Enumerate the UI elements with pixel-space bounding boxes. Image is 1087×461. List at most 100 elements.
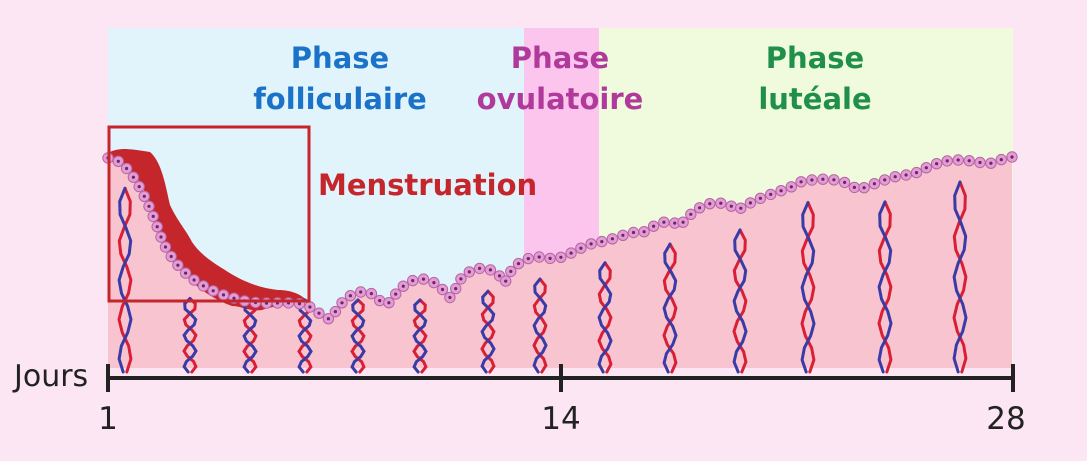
cell-nucleus (448, 295, 452, 300)
cell-nucleus (421, 277, 426, 281)
cell-nucleus (883, 178, 887, 182)
cell-nucleus (914, 171, 919, 175)
cell-nucleus (211, 289, 215, 293)
cell-nucleus (478, 266, 482, 270)
cell-nucleus (548, 256, 552, 260)
artery-1 (117, 186, 133, 374)
cell-nucleus (559, 255, 563, 259)
cell-nucleus (748, 201, 753, 205)
vein-6 (412, 298, 428, 374)
cell-nucleus (852, 185, 857, 189)
cell-nucleus (459, 277, 463, 281)
cell-nucleus (147, 204, 151, 208)
cell-nucleus (758, 196, 763, 200)
cell-nucleus (359, 290, 363, 294)
cell-nucleus (232, 296, 236, 300)
cell-nucleus (708, 202, 712, 206)
cell-nucleus (159, 235, 163, 239)
artery-2 (182, 297, 198, 374)
vein-12 (800, 201, 816, 374)
artery-13 (877, 200, 893, 374)
luteal-phase-line1: Phase (765, 41, 865, 75)
cell-nucleus (935, 162, 939, 166)
tick-label-28: 28 (986, 401, 1026, 437)
vein-11 (732, 228, 748, 374)
vein-2 (182, 297, 198, 374)
cell-nucleus (378, 299, 382, 303)
cell-nucleus (779, 189, 783, 193)
cell-nucleus (497, 274, 502, 278)
vein-1 (117, 186, 133, 374)
menstruation-label: Menstruation (318, 168, 538, 202)
cell-nucleus (673, 221, 677, 225)
cell-nucleus (967, 159, 971, 163)
cell-nucleus (579, 246, 583, 250)
cell-nucleus (832, 178, 836, 182)
cell-nucleus (411, 279, 415, 283)
cell-nucleus (904, 173, 908, 177)
cell-nucleus (610, 237, 615, 241)
vein-13 (877, 200, 893, 374)
luteal-phase-label: Phase lutéale (730, 38, 900, 120)
cell-nucleus (769, 192, 773, 196)
cell-nucleus (394, 292, 398, 296)
cell-nucleus (681, 220, 685, 224)
cell-nucleus (176, 263, 180, 267)
cell-nucleus (631, 230, 636, 235)
cell-nucleus (821, 177, 825, 181)
cell-nucleus (116, 159, 120, 163)
cell-nucleus (789, 185, 793, 189)
cell-nucleus (924, 166, 928, 170)
artery-10 (662, 242, 678, 374)
cell-nucleus (516, 262, 521, 266)
ovulatory-phase-line2: ovulatoire (476, 82, 644, 116)
cell-nucleus (1010, 155, 1014, 159)
cell-nucleus (387, 301, 391, 305)
cell-nucleus (151, 214, 155, 218)
ovulatory-phase-line1: Phase (510, 41, 610, 75)
blood-vessels (117, 180, 968, 374)
cell-nucleus (689, 212, 693, 216)
cell-nucleus (142, 194, 146, 198)
cell-nucleus (369, 292, 373, 296)
artery-9 (597, 261, 613, 374)
artery-3 (242, 298, 258, 374)
cell-nucleus (945, 159, 949, 163)
cell-nucleus (810, 178, 814, 182)
tick-label-14: 14 (541, 401, 581, 437)
vein-4 (297, 298, 313, 374)
menstruation-highlight-box (107, 125, 311, 303)
cell-nucleus (340, 301, 344, 305)
axis-title: Jours (14, 359, 89, 394)
cell-nucleus (297, 302, 302, 306)
vein-5 (350, 298, 366, 374)
artery-11 (732, 228, 748, 374)
vein-8 (532, 277, 548, 374)
follicular-phase-line2: folliculaire (253, 82, 427, 116)
luteal-phase-line2: lutéale (758, 82, 872, 116)
ovulatory-phase-label: Phase ovulatoire (470, 38, 650, 120)
cell-nucleus (440, 287, 445, 292)
cell-nucleus (401, 284, 405, 288)
tick-label-1: 1 (98, 401, 118, 437)
cell-nucleus (600, 240, 604, 244)
cell-nucleus (698, 206, 702, 210)
cell-nucleus (999, 158, 1003, 162)
vein-3 (242, 298, 258, 374)
cell-nucleus (467, 270, 471, 274)
artery-8 (532, 277, 548, 374)
cell-nucleus (317, 311, 321, 315)
vein-14 (952, 180, 968, 374)
vein-7 (480, 289, 496, 374)
artery-12 (800, 201, 816, 374)
cell-nucleus (652, 224, 656, 228)
cell-nucleus (569, 251, 573, 255)
cell-nucleus (799, 180, 803, 184)
cell-nucleus (137, 185, 141, 189)
cell-nucleus (526, 257, 530, 261)
cell-nucleus (432, 281, 436, 285)
cell-nucleus (719, 201, 723, 205)
artery-7 (480, 289, 496, 374)
artery-5 (350, 298, 366, 374)
